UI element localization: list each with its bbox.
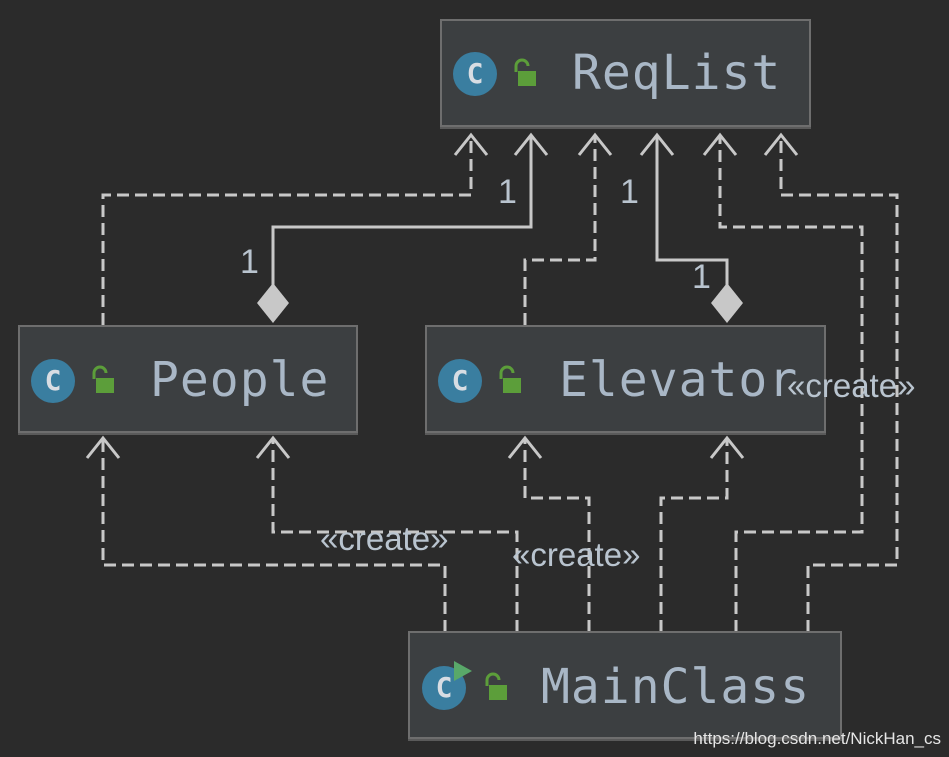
create-stereotype-label: «create» (512, 536, 641, 573)
class-box-people[interactable]: C People (18, 325, 358, 433)
class-name-reqlist: ReqList (572, 45, 782, 101)
run-arrow-icon (454, 661, 472, 681)
create-stereotype-label: «create» (787, 367, 916, 404)
class-box-elevator[interactable]: C Elevator (425, 325, 826, 433)
arrowheads-elevator (507, 435, 745, 459)
edge-mainclass-reqlist-dependency (779, 135, 899, 632)
class-name-people: People (150, 352, 330, 408)
unlocked-padlock-icon (514, 58, 536, 86)
main-class-icon: C (422, 666, 466, 710)
class-name-elevator: Elevator (559, 352, 799, 408)
edge-mainclass-reqlist-create (718, 135, 864, 632)
multiplicity-label: 1 (620, 173, 639, 211)
class-icon: C (438, 359, 482, 403)
unlocked-padlock-icon (92, 365, 114, 393)
edge-elevator-reqlist-composition (655, 135, 729, 285)
class-icon: C (453, 52, 497, 96)
class-box-reqlist[interactable]: C ReqList (440, 19, 811, 127)
create-stereotype-label: «create» (320, 520, 449, 557)
class-name-mainclass: MainClass (541, 659, 811, 715)
edge-mainclass-elevator-create (523, 438, 591, 632)
multiplicity-label: 1 (692, 258, 711, 296)
class-icon: C (31, 359, 75, 403)
multiplicity-label: 1 (498, 173, 517, 211)
edge-mainclass-people-create (271, 438, 519, 632)
composition-diamond-elevator (711, 283, 743, 323)
watermark-text: https://blog.csdn.net/NickHan_cs (693, 729, 941, 748)
arrowheads-reqlist (453, 132, 799, 156)
multiplicity-label: 1 (240, 243, 259, 281)
edge-people-reqlist-dependency (101, 135, 473, 325)
unlocked-padlock-icon (499, 365, 521, 393)
edge-mainclass-elevator-dependency (659, 438, 729, 632)
edge-mainclass-people-dependency (101, 438, 447, 632)
class-box-mainclass[interactable]: C MainClass (408, 631, 842, 739)
edge-elevator-reqlist-dependency (523, 135, 597, 325)
edge-people-reqlist-composition (271, 135, 533, 285)
unlocked-padlock-icon (485, 672, 507, 700)
arrowheads-people (85, 435, 291, 459)
composition-diamond-people (257, 283, 289, 323)
